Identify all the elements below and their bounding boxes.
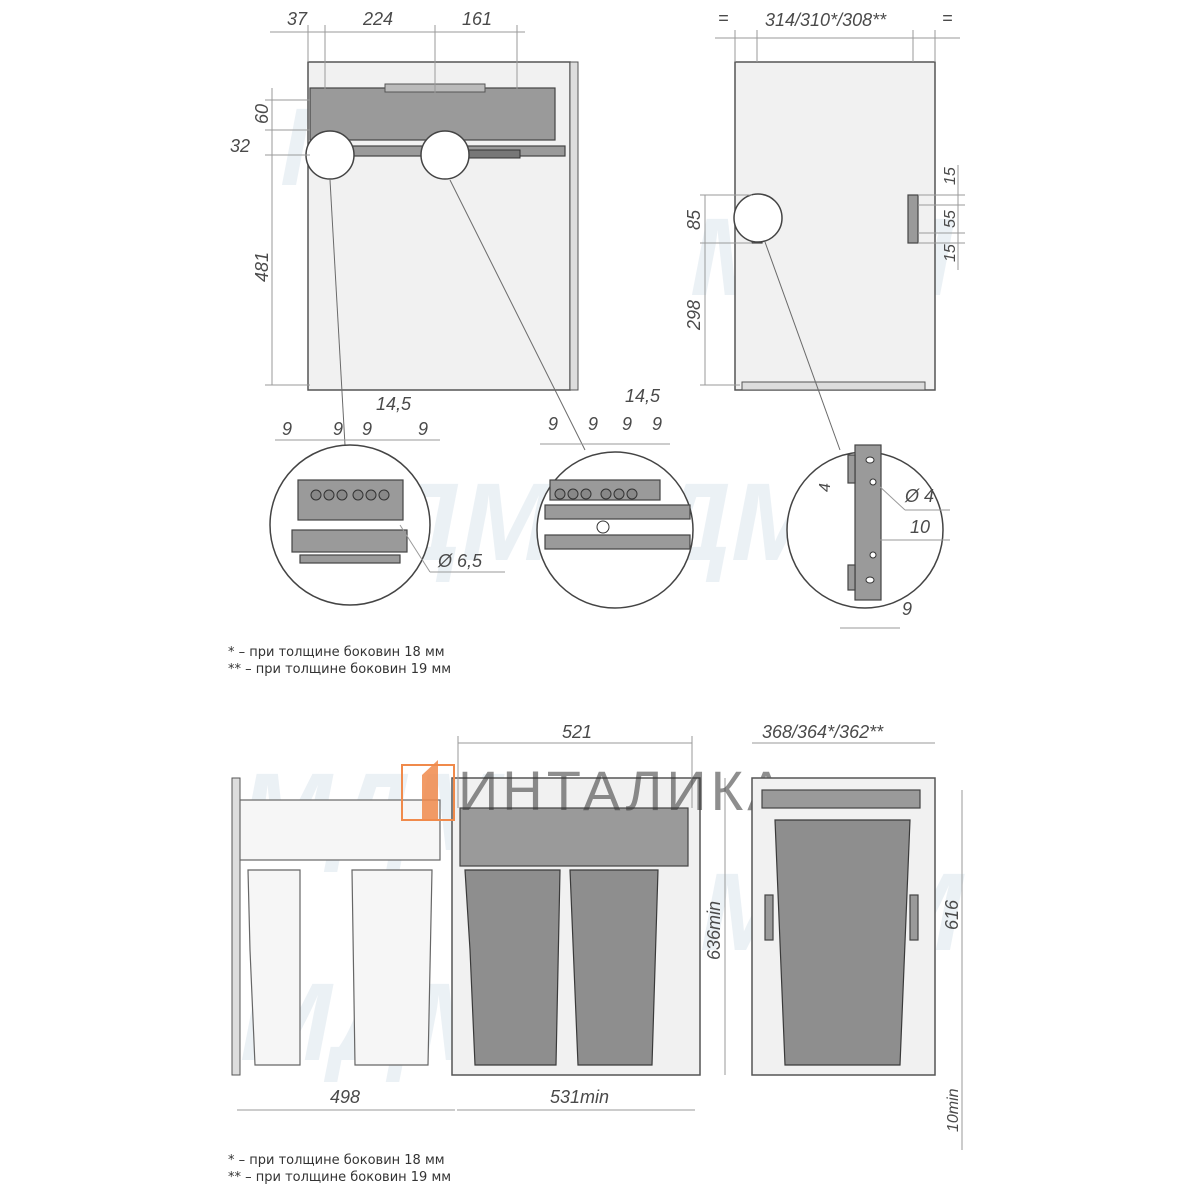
dim-9: 9: [622, 414, 632, 434]
dim-298: 298: [684, 300, 704, 331]
side-view-bin: 368/364*/362** 616 10min: [751, 722, 963, 1150]
side-view-cabinet: = 314/310*/308** = 85 298 15 55 15: [684, 8, 965, 451]
dim-width-top: 314/310*/308**: [765, 10, 887, 30]
dim-10: 10: [910, 517, 930, 537]
dim-161: 161: [462, 9, 492, 29]
dim-9: 9: [333, 419, 343, 439]
front-view-bins: 521 636min 498 531min: [231, 722, 726, 1111]
dim-9: 9: [902, 599, 912, 619]
dim-9: 9: [588, 414, 598, 434]
dim-37: 37: [287, 9, 308, 29]
dim-368: 368/364*/362**: [762, 722, 884, 742]
logo: ИНТАЛИКА: [401, 759, 789, 822]
footnote-19mm: ** – при толщине боковин 19 мм: [228, 1170, 452, 1185]
front-view-cabinet: 37 224 161 60 32 481: [230, 9, 586, 451]
logo-text: ИНТАЛИКА: [458, 759, 789, 822]
dim-9: 9: [282, 419, 292, 439]
dim-14-5: 14,5: [376, 394, 412, 414]
dim-15-bottom: 15: [942, 244, 959, 262]
footnotes-bottom: * – при толщине боковин 18 мм ** – при т…: [228, 1152, 451, 1186]
footnote-19mm: ** – при толщине боковин 19 мм: [228, 662, 452, 677]
dim-equal-right: =: [942, 8, 953, 28]
dim-10min: 10min: [945, 1088, 962, 1132]
dim-14-5: 14,5: [625, 386, 661, 406]
dim-9: 9: [548, 414, 558, 434]
dim-9: 9: [418, 419, 428, 439]
dim-531min: 531min: [550, 1087, 609, 1107]
dim-521: 521: [562, 722, 592, 742]
dim-498: 498: [330, 1087, 360, 1107]
dim-55: 55: [942, 210, 959, 228]
dim-85: 85: [684, 209, 704, 230]
dim-616: 616: [942, 899, 962, 930]
dim-636min: 636min: [704, 901, 724, 960]
dim-15-top: 15: [942, 167, 959, 185]
footnote-18mm: * – при толщине боковин 18 мм: [228, 1153, 445, 1168]
detail-3: 4 Ø 4 10 9: [786, 444, 950, 629]
detail-2: 9 9 9 9 14,5: [536, 386, 694, 609]
footnotes-top: * – при толщине боковин 18 мм ** – при т…: [228, 644, 451, 678]
dim-4: 4: [817, 483, 834, 492]
dim-diameter-4: Ø 4: [904, 486, 934, 506]
footnote-18mm: * – при толщине боковин 18 мм: [228, 645, 445, 660]
dim-32: 32: [230, 136, 250, 156]
dim-diameter-6-5: Ø 6,5: [437, 551, 483, 571]
dim-481: 481: [252, 252, 272, 282]
dim-9: 9: [362, 419, 372, 439]
dim-equal-left: =: [718, 8, 729, 28]
detail-1: 9 9 9 9 14,5 Ø 6,5: [269, 394, 505, 606]
dim-224: 224: [362, 9, 393, 29]
dim-9: 9: [652, 414, 662, 434]
dim-60: 60: [252, 104, 272, 124]
